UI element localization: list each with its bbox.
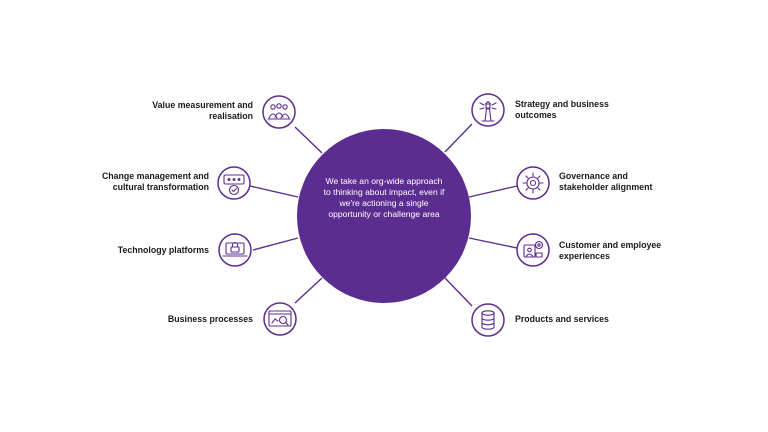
- label-products: Products and services: [515, 314, 665, 325]
- node-circle-governance: [516, 166, 550, 200]
- label-change: Change management and cultural transform…: [59, 171, 209, 193]
- connector-value: [294, 126, 323, 154]
- label-governance-line2: stakeholder alignment: [559, 182, 653, 192]
- connector-process: [294, 277, 323, 304]
- connector-tech: [252, 237, 299, 251]
- connector-products: [444, 277, 473, 307]
- label-value-line2: realisation: [208, 111, 253, 121]
- label-tech-line1: Technology platforms: [117, 245, 209, 255]
- label-customer: Customer and employee experiences: [559, 240, 709, 262]
- node-circle-strategy: [471, 93, 505, 127]
- people-group-icon: [267, 103, 291, 120]
- label-change-line2: cultural transformation: [112, 182, 209, 192]
- rating-check-icon: [223, 174, 245, 196]
- label-strategy-line2: outcomes: [515, 110, 557, 120]
- label-process-line1: Business processes: [167, 314, 253, 324]
- node-circle-value: [262, 95, 296, 129]
- laptop-lock-icon: [222, 241, 248, 257]
- connector-customer: [468, 237, 518, 249]
- node-circle-customer: [516, 233, 550, 267]
- label-customer-line1: Customer and employee: [559, 240, 662, 250]
- chart-magnifier-icon: [268, 310, 292, 327]
- node-circle-tech: [218, 233, 252, 267]
- label-value-line1: Value measurement and: [152, 100, 253, 110]
- label-change-line1: Change management and: [101, 171, 209, 181]
- hub-circle: [297, 129, 471, 303]
- connector-strategy: [444, 123, 473, 153]
- label-governance: Governance and stakeholder alignment: [559, 171, 709, 193]
- label-customer-line2: experiences: [559, 251, 610, 261]
- label-process: Business processes: [103, 314, 253, 325]
- label-tech: Technology platforms: [59, 245, 209, 256]
- customer-experience-icon: [523, 240, 544, 258]
- label-strategy: Strategy and business outcomes: [515, 99, 665, 121]
- label-products-line1: Products and services: [515, 314, 609, 324]
- hub-text: We take an org-wide approach to thinking…: [323, 176, 445, 219]
- connector-change: [249, 185, 299, 198]
- label-value: Value measurement and realisation: [103, 100, 253, 122]
- label-strategy-line1: Strategy and business: [515, 99, 609, 109]
- lighthouse-icon: [479, 100, 497, 122]
- label-governance-line1: Governance and: [559, 171, 628, 181]
- connector-governance: [468, 185, 518, 198]
- database-icon: [481, 310, 495, 330]
- governance-gear-icon: [522, 172, 544, 194]
